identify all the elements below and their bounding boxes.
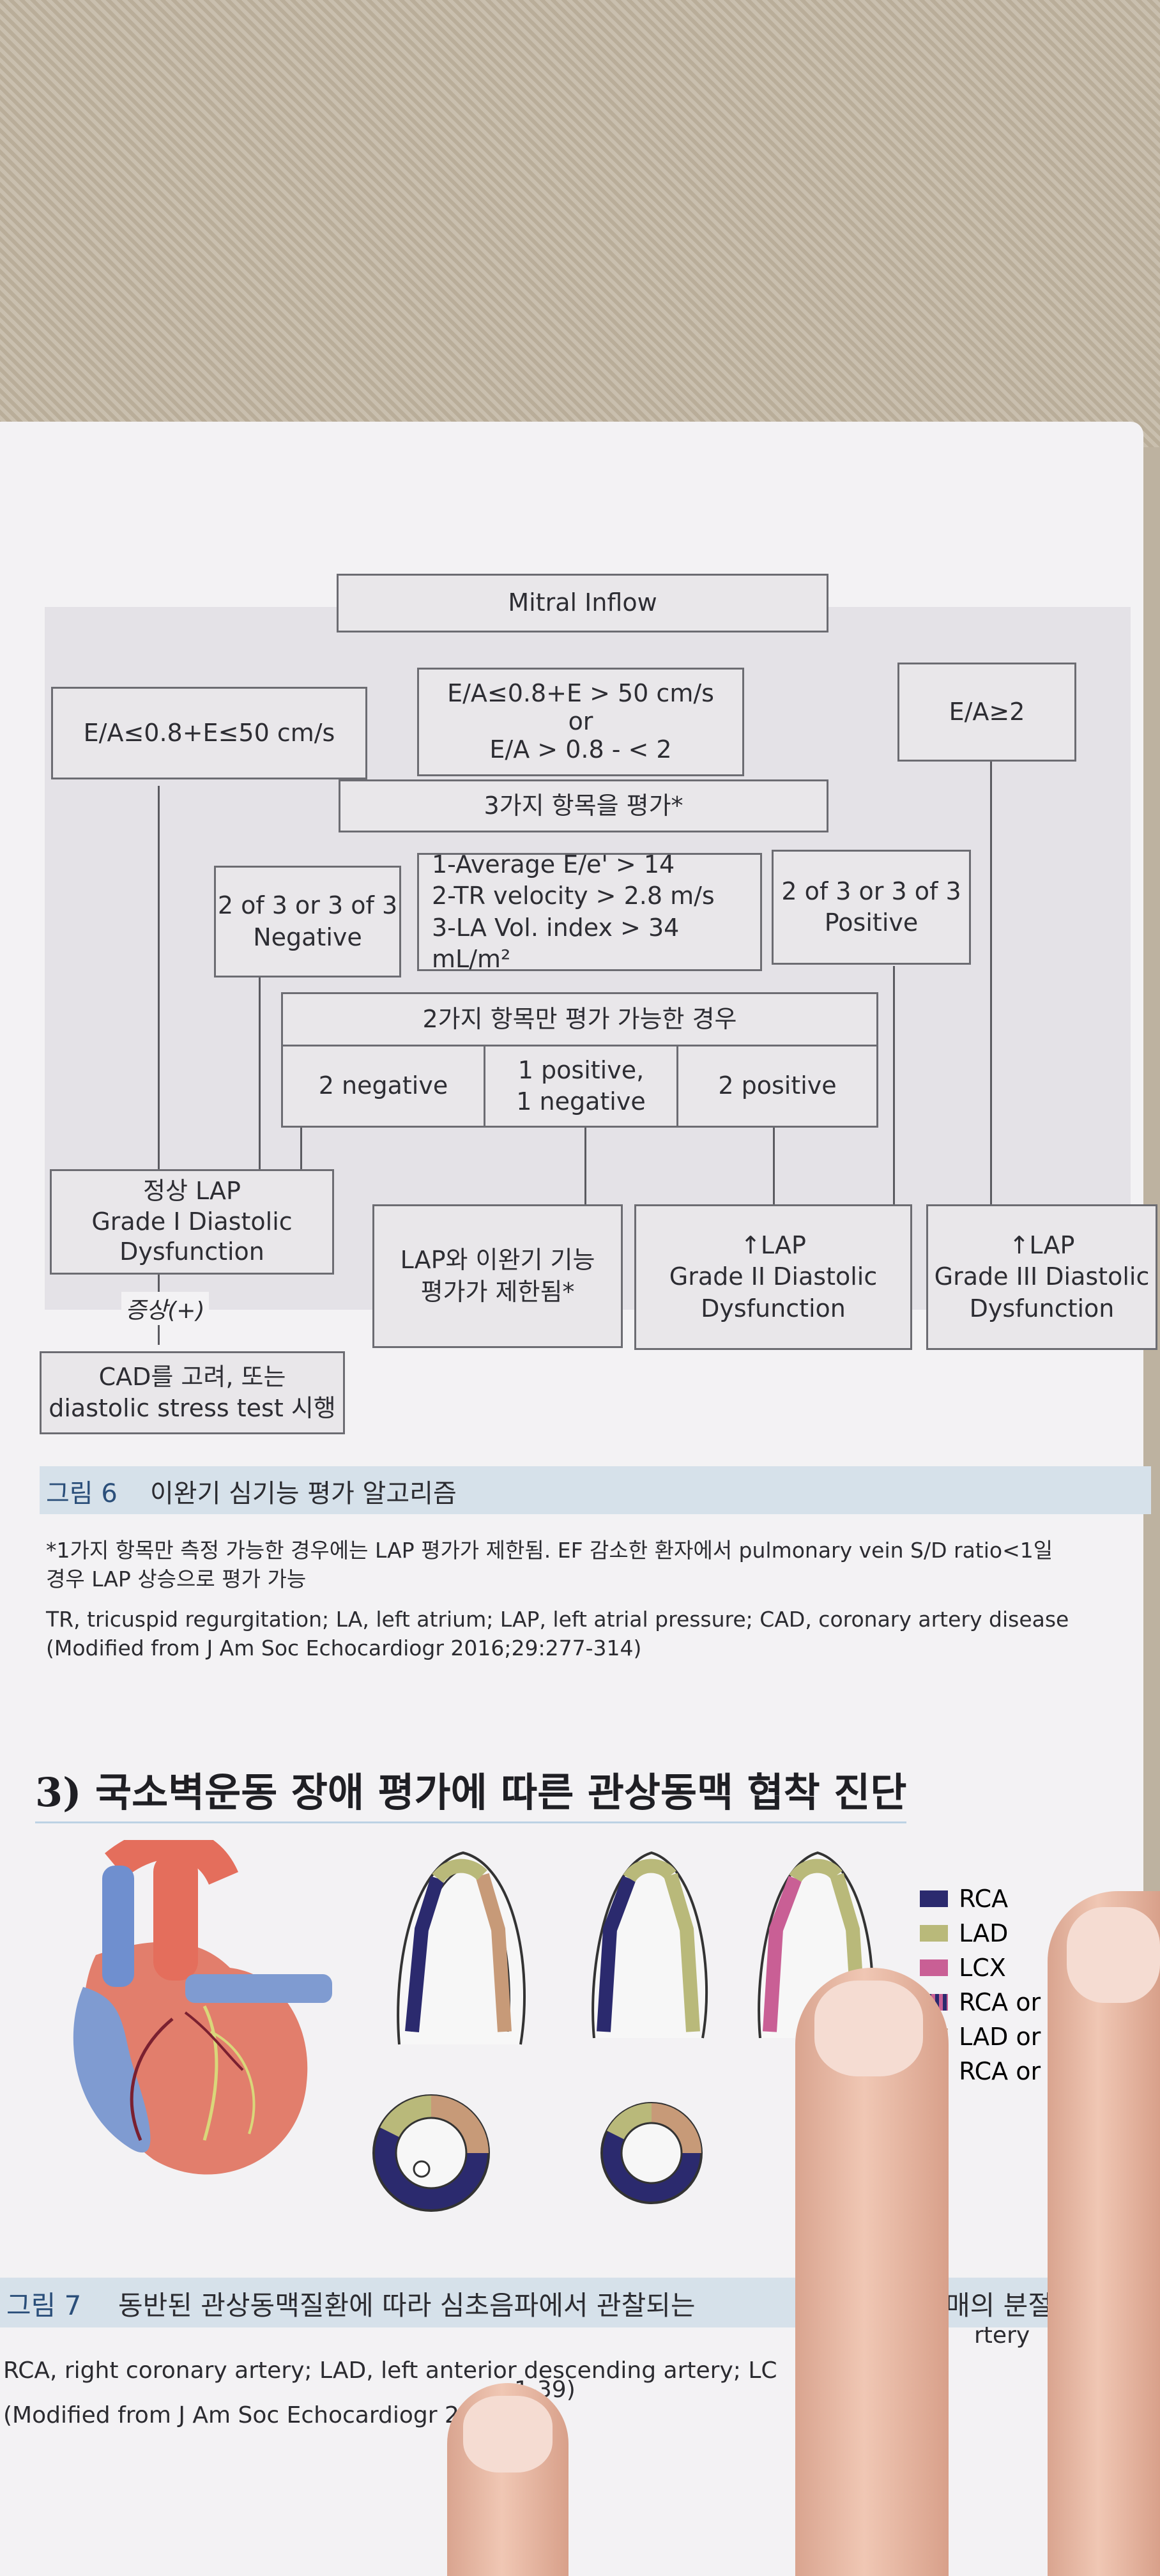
fingernail-left	[814, 1981, 923, 2076]
figure7-title: 동반된 관상동맥질환에 따라 심초음파에서 관찰되는	[118, 2290, 696, 2321]
grade2-box: ↑LAP Grade II Diastolic Dysfunction	[634, 1204, 912, 1350]
condition-mid-line2: or	[568, 707, 593, 736]
cad-line1: CAD를 고려, 또는	[98, 1362, 286, 1391]
grade3-box: ↑LAP Grade III Diastolic Dysfunction	[926, 1204, 1157, 1350]
legend-item-lad: LAD	[920, 1919, 1008, 1947]
condition-left-box: E/A≤0.8+E≤50 cm/s	[51, 687, 367, 779]
fingernail-right	[1067, 1907, 1160, 2003]
figure6-source: (Modified from J Am Soc Echocardiogr 201…	[46, 1636, 642, 1660]
limited-line2: 평가가 제한됨*	[420, 1277, 575, 1306]
grade3-line3: Dysfunction	[969, 1294, 1115, 1322]
legend-label-rca-or: RCA or	[959, 1988, 1041, 2016]
figure7-title-tail: 매의 분절	[945, 2290, 1053, 2321]
cad-line2: diastolic stress test 시행	[49, 1394, 336, 1422]
connector	[990, 762, 992, 1204]
mitral-inflow-label: Mitral Inflow	[508, 588, 657, 617]
criteria-line1: 1-Average E/e' > 14	[432, 850, 675, 878]
negative-line2: Negative	[253, 923, 362, 951]
negative-box: 2 of 3 or 3 of 3 Negative	[214, 866, 401, 977]
two-negative-label: 2 negative	[318, 1071, 448, 1100]
heart-illustration	[73, 1840, 332, 2175]
legend-swatch-rca	[920, 1890, 948, 1907]
criteria-line2: 2-TR velocity > 2.8 m/s	[432, 882, 715, 910]
figure7-abbreviations-tail: rtery	[974, 2322, 1030, 2349]
legend-swatch-lcx	[920, 1959, 948, 1976]
positive-box: 2 of 3 or 3 of 3 Positive	[772, 850, 971, 965]
condition-mid-line3: E/A > 0.8 - < 2	[489, 735, 672, 763]
apical-view-1	[397, 1851, 526, 2045]
condition-right-box: E/A≥2	[897, 663, 1076, 762]
legend-label-lad: LAD	[959, 1919, 1009, 1947]
one-positive-line1: 1 positive,	[517, 1055, 645, 1084]
condition-left-label: E/A≤0.8+E≤50 cm/s	[83, 718, 335, 747]
one-positive-line2: 1 negative	[516, 1087, 646, 1116]
connector	[584, 1128, 586, 1204]
figure6-note-line2: 경우 LAP 상승으로 평가 가능	[46, 1567, 307, 1591]
fingernail-bottom	[463, 2396, 553, 2472]
connector	[893, 966, 895, 1204]
symptom-label: 증상(+)	[121, 1292, 209, 1325]
normal-line3: Dysfunction	[119, 1238, 264, 1266]
two-positive-cell: 2 positive	[676, 1045, 878, 1128]
connector	[300, 1124, 302, 1169]
condition-mid-line1: E/A≤0.8+E > 50 cm/s	[447, 679, 714, 708]
section3-heading: 3) 국소벽운동 장애 평가에 따른 관상동맥 협착 진단	[35, 1760, 907, 1823]
figure7-source: (Modified from J Am Soc Echocardiogr 201	[3, 2402, 489, 2428]
normal-line1: 정상 LAP	[143, 1177, 241, 1206]
legend-item-lcx: LCX	[920, 1954, 1006, 1982]
normal-lap-box: 정상 LAP Grade I Diastolic Dysfunction	[50, 1169, 334, 1275]
figure6-caption-bar	[40, 1466, 1151, 1514]
legend-label-rca-or-2: RCA or	[959, 2057, 1041, 2085]
apical-view-2	[591, 1851, 708, 2039]
figure7-label: 그림 7	[6, 2290, 82, 2321]
figure7-abbreviations: RCA, right coronary artery; LAD, left an…	[3, 2358, 777, 2384]
connector	[158, 786, 160, 1169]
two-negative-cell: 2 negative	[281, 1045, 485, 1128]
grade3-line1: ↑LAP	[1009, 1230, 1075, 1259]
mitral-inflow-box: Mitral Inflow	[337, 574, 828, 632]
figure6-note-line1: *1가지 항목만 측정 가능한 경우에는 LAP 평가가 제한됨. EF 감소한…	[46, 1538, 1053, 1563]
grade3-line2: Grade III Diastolic	[934, 1262, 1150, 1291]
legend-item-rca: RCA	[920, 1885, 1008, 1913]
legend-label-lcx: LCX	[959, 1954, 1006, 1982]
limited-line1: LAP와 이완기 기능	[400, 1246, 595, 1275]
two-only-header: 2가지 항목만 평가 가능한 경우	[281, 992, 878, 1046]
connector	[773, 1128, 775, 1204]
criteria-line3: 3-LA Vol. index > 34 mL/m²	[432, 913, 680, 973]
finger-right	[1048, 1891, 1160, 2576]
legend-swatch-lad	[920, 1925, 948, 1942]
one-positive-cell: 1 positive, 1 negative	[484, 1045, 678, 1128]
criteria-box: 1-Average E/e' > 14 2-TR velocity > 2.8 …	[417, 850, 762, 973]
evaluate-three-box: 3가지 항목을 평가*	[339, 779, 828, 832]
short-axis-view-2	[600, 2102, 703, 2204]
negative-line1: 2 of 3 or 3 of 3	[217, 891, 398, 920]
figure6-label: 그림 6	[46, 1479, 118, 1508]
limited-box: LAP와 이완기 기능 평가가 제한됨*	[372, 1204, 623, 1348]
grade2-line1: ↑LAP	[740, 1230, 806, 1259]
condition-right-label: E/A≥2	[949, 697, 1025, 726]
normal-line2: Grade I Diastolic	[91, 1207, 293, 1236]
two-positive-label: 2 positive	[718, 1071, 837, 1100]
fabric-background	[0, 0, 1160, 447]
legend-label-rca: RCA	[959, 1885, 1009, 1913]
grade2-line3: Dysfunction	[701, 1294, 846, 1322]
two-only-label: 2가지 항목만 평가 가능한 경우	[422, 1004, 737, 1033]
connector	[259, 977, 261, 1169]
figure6-abbreviations: TR, tricuspid regurgitation; LA, left at…	[46, 1607, 1069, 1632]
short-axis-view-1	[372, 2094, 490, 2212]
grade2-line2: Grade II Diastolic	[669, 1262, 878, 1291]
positive-line2: Positive	[824, 908, 919, 937]
legend-label-lad-or: LAD or	[959, 2023, 1041, 2051]
figure6-title: 이완기 심기능 평가 알고리즘	[150, 1479, 457, 1508]
positive-line1: 2 of 3 or 3 of 3	[781, 877, 961, 905]
cad-box: CAD를 고려, 또는 diastolic stress test 시행	[40, 1351, 345, 1434]
evaluate-three-label: 3가지 항목을 평가*	[484, 791, 683, 820]
condition-mid-box: E/A≤0.8+E > 50 cm/s or E/A > 0.8 - < 2	[417, 668, 744, 776]
